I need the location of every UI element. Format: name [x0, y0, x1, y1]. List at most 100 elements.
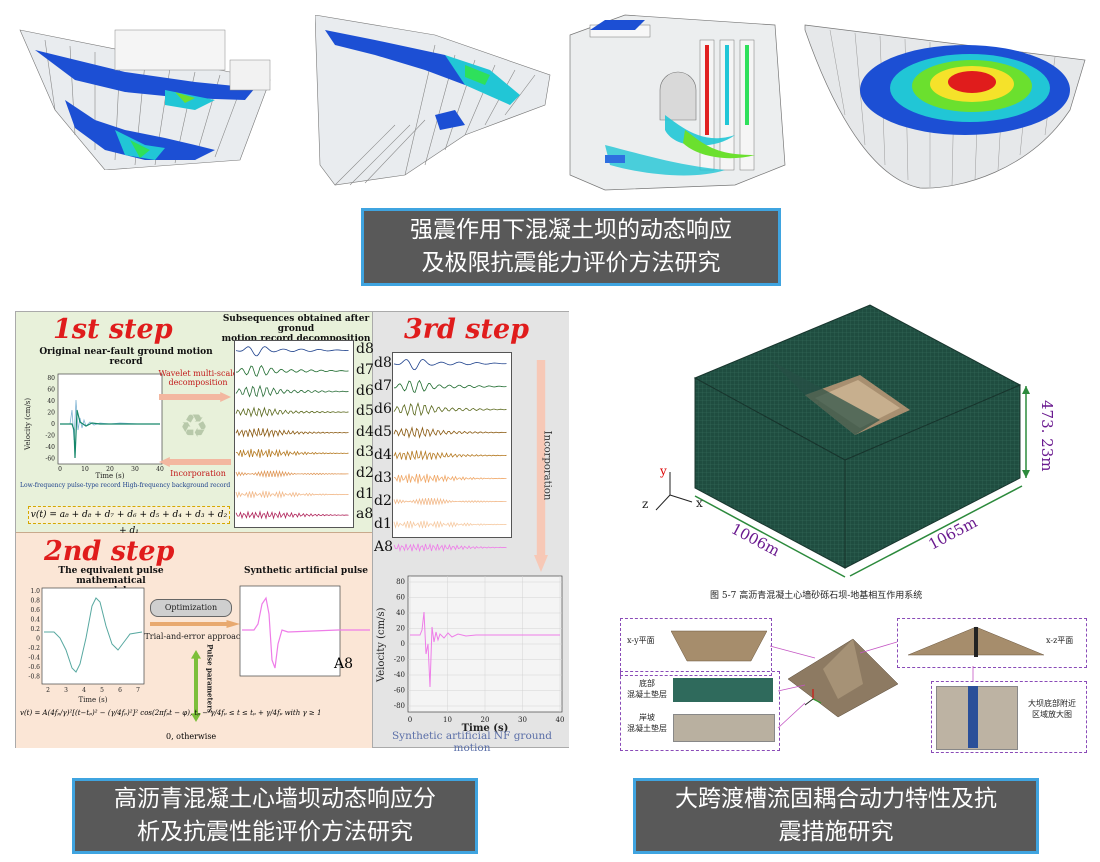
- step3-wave-d7: [393, 379, 507, 394]
- model-caption: 图 5-7 高沥青混凝土心墙砂砾石坝-地基相互作用系统: [710, 591, 923, 601]
- step2-xtick: 7: [136, 687, 140, 694]
- optimization-pill: Optimization: [150, 599, 232, 617]
- xy-plane-box: x-y平面: [620, 618, 772, 676]
- subsequence-title: Subsequences obtained after gronud motio…: [221, 314, 371, 344]
- top-banner-line2: 及极限抗震能力评价方法研究: [421, 250, 721, 276]
- recycle-icon: ♻: [179, 407, 209, 445]
- wavelet-arrow: [159, 392, 231, 402]
- bottom-right-banner: 大跨渡槽流固耦合动力特性及抗 震措施研究: [633, 778, 1039, 854]
- bottom-right-banner-line1: 大跨渡槽流固耦合动力特性及抗: [675, 786, 997, 812]
- enlarged-label: 大坝底部附近 区域放大图: [1020, 698, 1084, 720]
- step3-ytick: 80: [396, 578, 405, 586]
- step1-ylabel: Velocity (cm/s): [24, 398, 32, 451]
- step2-ytick: -0.4: [28, 655, 40, 662]
- step1-xtick: 30: [131, 466, 139, 473]
- step3-label-d2: d2: [374, 492, 392, 509]
- step3-ytick: 0: [401, 640, 405, 648]
- step2-xtick: 2: [46, 687, 50, 694]
- wavelet-label-l1: Wavelet multi-scale: [158, 369, 238, 378]
- step2-pulse-curve: [44, 597, 143, 673]
- step1-label-d3: d3: [356, 444, 374, 461]
- axis-y-label: y: [659, 464, 667, 478]
- bottom-cushion-label-l1: 底部: [639, 679, 655, 688]
- bank-cushion-label-l2: 混凝土垫层: [627, 724, 667, 733]
- step1-chart-title-l2: record: [109, 357, 143, 367]
- step1-wave-a8: [235, 510, 349, 520]
- step1-pulse: [60, 409, 160, 459]
- step1-wave-d7: [235, 364, 349, 377]
- step1-chart-title: Original near-fault ground motion record: [31, 347, 221, 367]
- step3-ytick: -60: [394, 687, 405, 695]
- xy-plane-label: x-y平面: [627, 636, 655, 645]
- xz-plane-label: x-z平面: [1046, 636, 1074, 645]
- step2-synthetic-pulse-chart: [239, 585, 370, 677]
- step1-label-d6: d6: [356, 382, 374, 399]
- enlarged-label-l2: 区域放大图: [1032, 710, 1072, 719]
- step1-wave-d3: [235, 448, 349, 458]
- step3-incorporation-label: Incorporation: [541, 430, 553, 501]
- pulse-params-arrow: [191, 650, 201, 722]
- step3-wave-d2: [393, 497, 507, 506]
- step1-label-d2: d2: [356, 464, 374, 481]
- step3-label-d6: d6: [374, 400, 392, 417]
- step1-label-d7: d7: [356, 361, 374, 378]
- connector-lines: [769, 641, 974, 729]
- model-height-label: 473. 23m: [1038, 400, 1056, 471]
- step3-label-d7: d7: [374, 377, 392, 394]
- step1-xtick: 40: [156, 466, 164, 473]
- step1-xtick: 20: [106, 466, 114, 473]
- step3-ytick: 40: [396, 609, 405, 617]
- step2-xtick: 3: [64, 687, 68, 694]
- step1-title: 1st step: [53, 314, 173, 345]
- step3-synthetic-motion: [410, 611, 560, 688]
- enlarged-label-l1: 大坝底部附近: [1028, 699, 1076, 708]
- step1-wave-d6: [235, 384, 349, 398]
- step1-legend: Low-frequency pulse-type record High-fre…: [20, 482, 231, 489]
- step2-a8-label: A8: [334, 656, 354, 672]
- step3-xlabel: Time (s): [462, 723, 509, 734]
- step3-xtick: 0: [408, 716, 412, 724]
- step-panel: 1st step 2nd step 3rd step Original near…: [15, 311, 569, 754]
- step3-wave-d5: [393, 426, 507, 439]
- step2-ytick: 0: [36, 636, 40, 643]
- dam-render-1: [19, 29, 271, 170]
- step2-xlabel: Time (s): [79, 696, 108, 704]
- step3-wave-d3: [393, 473, 507, 484]
- bottom-cushion-mesh: [673, 678, 773, 702]
- step3-title: 3rd step: [404, 314, 530, 345]
- step2-formula: v(t) = A(4fₚ/γ)²[(t−tₚ)² − (γ/4fₚ)²]² co…: [20, 709, 322, 717]
- bottom-cushion-label-l2: 混凝土垫层: [627, 690, 667, 699]
- incorporation-label-1: Incorporation: [170, 469, 226, 478]
- step3-label-d8: d8: [374, 354, 392, 371]
- step2-synthetic-pulse-curve: [242, 596, 370, 669]
- step3-wave-d8: [393, 358, 507, 371]
- bottom-left-banner: 高沥青混凝土心墙坝动态响应分 析及抗震性能评价方法研究: [72, 778, 478, 854]
- step1-ytick: -20: [45, 433, 55, 440]
- step1-wave-d5: [235, 406, 349, 418]
- step1-ytick: 60: [47, 387, 55, 394]
- mesh-detail-panel: x-y平面 x-z平面 底部 混凝土垫层 岸坡 混凝土垫层 大: [615, 613, 1090, 753]
- step1-subsequence-waves: [235, 346, 349, 520]
- step2-title: 2nd step: [44, 536, 175, 567]
- step3-ytick: -40: [394, 671, 405, 679]
- xz-plane-box: x-z平面: [897, 618, 1087, 668]
- step3-caption: Synthetic artificial NF ground motion: [391, 730, 553, 754]
- dam-render-3: [569, 14, 786, 191]
- step1-xtick: 0: [58, 466, 62, 473]
- step1-xtick: 10: [81, 466, 89, 473]
- step3-wave-d4: [393, 449, 507, 461]
- step1-formula: v(t) = a₈ + d₈ + d₇ + d₆ + d₅ + d₄ + d₃ …: [28, 506, 230, 536]
- step1-label-d4: d4: [356, 423, 374, 440]
- top-title-banner: 强震作用下混凝土坝的动态响应 及极限抗震能力评价方法研究: [361, 208, 781, 286]
- step2-model-title-l1: The equivalent pulse mathematical: [58, 566, 164, 586]
- step2-formula-otherwise: 0, otherwise: [166, 732, 217, 741]
- trial-label: Trial-and-error approach: [144, 632, 246, 641]
- pulse-params-label: Pulse parameters: [205, 644, 215, 713]
- step3-label-d3: d3: [374, 469, 392, 486]
- step3-xtick: 10: [443, 716, 452, 724]
